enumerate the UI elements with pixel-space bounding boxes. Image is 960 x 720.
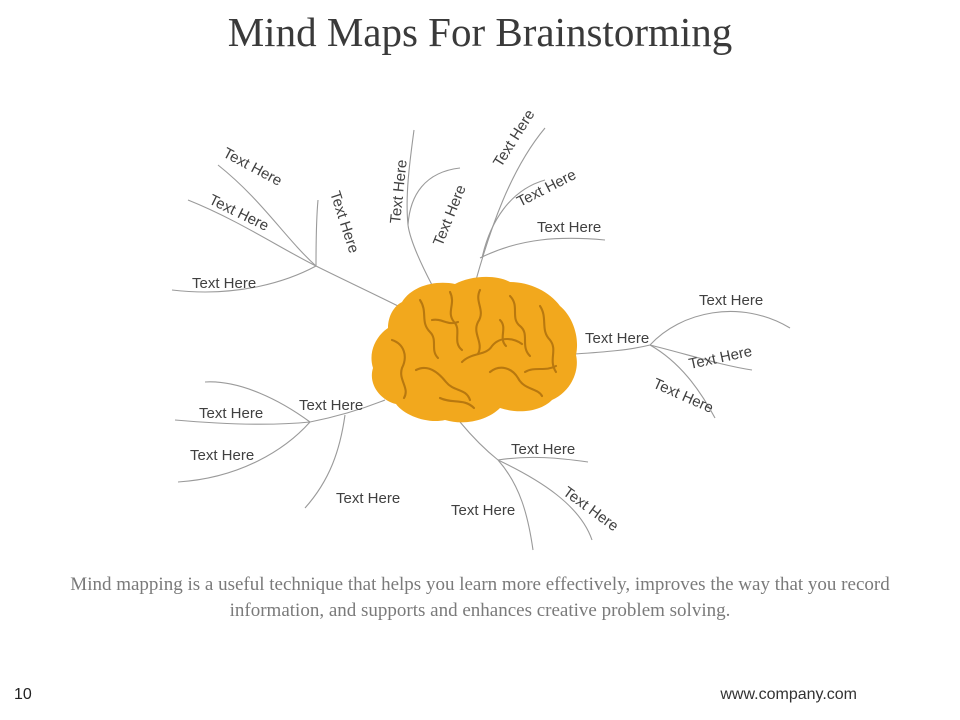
branch-label: Text Here — [220, 145, 285, 190]
branch-label: Text Here — [387, 159, 411, 225]
slide-title: Mind Maps For Brainstorming — [227, 9, 733, 55]
branch — [497, 459, 593, 541]
branch-label: Text Here — [336, 490, 400, 507]
branch-group-upper-right — [475, 127, 606, 281]
branch — [649, 344, 753, 371]
branch-label: Text Here — [430, 183, 470, 249]
branch-group-upper-middle — [406, 129, 461, 286]
branch-label: Text Here — [699, 292, 763, 309]
branch-label: Text Here — [514, 166, 579, 210]
branch-label: Text Here — [650, 375, 716, 417]
branch — [407, 167, 461, 226]
branch-label: Text Here — [199, 405, 263, 422]
branch — [497, 459, 534, 551]
branch — [649, 310, 791, 346]
branch — [406, 129, 415, 226]
slide-caption: Mind mapping is a useful technique that … — [70, 574, 890, 621]
branch — [315, 199, 319, 267]
branch-label: Text Here — [190, 447, 254, 464]
branch — [649, 344, 716, 419]
branch — [204, 381, 311, 423]
footer-url: www.company.com — [720, 686, 857, 703]
branch-trunk — [459, 421, 499, 461]
branch-trunk — [315, 265, 399, 307]
branch-label: Text Here — [192, 275, 256, 292]
branch — [479, 237, 606, 259]
branch-label: Text Here — [560, 483, 622, 534]
branch-trunk — [309, 399, 386, 423]
page-number: 10 — [14, 686, 32, 703]
branch — [217, 164, 317, 267]
branch-group-lower-left — [174, 381, 386, 509]
branch — [187, 199, 317, 267]
branch — [171, 265, 317, 293]
branch-group-right — [574, 310, 791, 419]
branch-label: Text Here — [326, 189, 362, 255]
branch-label: Text Here — [299, 397, 363, 414]
branch-group-lower-right — [459, 421, 593, 551]
branch — [304, 414, 346, 509]
branch-label: Text Here — [511, 441, 575, 458]
brain-icon — [371, 276, 578, 423]
branch-label: Text Here — [537, 219, 601, 236]
branch-trunk — [407, 224, 433, 286]
branch-label: Text Here — [206, 191, 271, 234]
branch-group-upper-left — [171, 164, 399, 307]
branch-label: Text Here — [451, 502, 515, 519]
branch-trunk — [574, 344, 651, 355]
branch — [497, 456, 589, 463]
branch-label: Text Here — [490, 107, 538, 170]
branch — [475, 127, 546, 281]
branch-label: Text Here — [585, 330, 649, 347]
branch — [174, 419, 311, 425]
branch — [177, 421, 311, 483]
branch — [481, 179, 546, 259]
